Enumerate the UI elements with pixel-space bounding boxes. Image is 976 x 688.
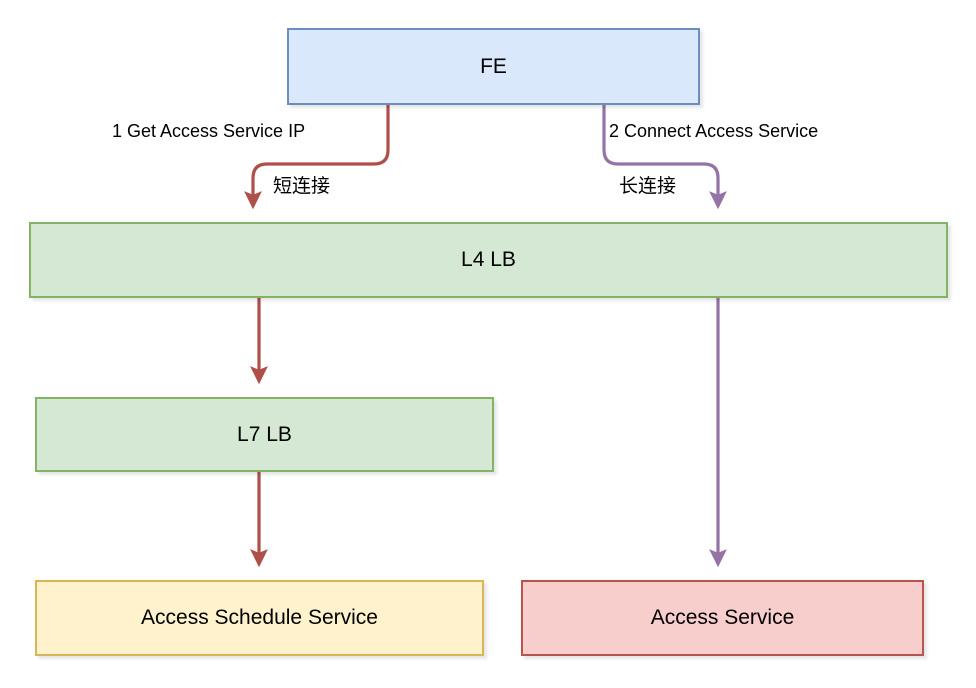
node-l7-lb[interactable]: L7 LB bbox=[35, 397, 494, 472]
node-fe[interactable]: FE bbox=[287, 28, 700, 105]
edge-label-get-access-service-ip: 1 Get Access Service IP bbox=[112, 121, 306, 141]
node-l4-lb[interactable]: L4 LB bbox=[29, 222, 948, 298]
node-access-service-label: Access Service bbox=[650, 606, 795, 630]
edge-label-connect-access-service: 2 Connect Access Service bbox=[609, 121, 819, 141]
edge-label-short-connection: 短连接 bbox=[273, 176, 331, 197]
node-access-schedule-service[interactable]: Access Schedule Service bbox=[35, 580, 484, 656]
node-access-service[interactable]: Access Service bbox=[521, 580, 924, 656]
node-l4-lb-label: L4 LB bbox=[461, 248, 516, 272]
edge-label-long-connection: 长连接 bbox=[619, 176, 677, 197]
node-fe-label: FE bbox=[480, 54, 507, 78]
node-l7-lb-label: L7 LB bbox=[237, 422, 292, 446]
node-access-schedule-service-label: Access Schedule Service bbox=[141, 606, 378, 630]
